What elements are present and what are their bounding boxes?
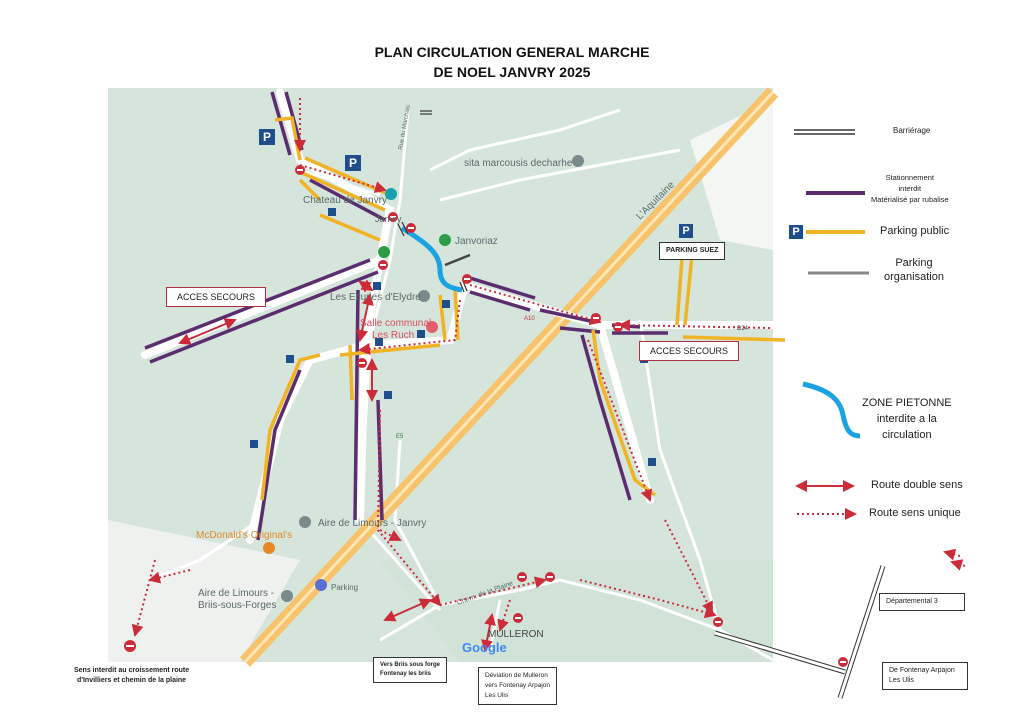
legend-stationnement: Stationnement interdit Matérialisé par r… (871, 172, 949, 205)
deviation-line-3: Les Ulis (485, 692, 509, 699)
label-mulleron: MULLERON (488, 629, 544, 640)
label-ecuries: Les Ecuries d'Elydre (330, 292, 421, 303)
label-chateau: Chateau de Janvry (303, 195, 387, 206)
legend-parking-organisation-line-1: Parking (895, 257, 933, 269)
sens-interdit-note: Sens interdit au croissement route d'Inv… (74, 666, 189, 686)
parking-sign: P (679, 224, 693, 238)
deviation-label: Déviation de Mulleron vers Fontenay Arpa… (478, 667, 558, 705)
vers-briis-label: Vers Briis sous forge Fontenay les briis (373, 657, 448, 683)
barriers (397, 110, 468, 293)
legend-stationnement-line-3: Matérialisé par rubalise (871, 195, 949, 204)
pedestrian-zone (400, 225, 463, 293)
de-fontenay-label: De Fontenay Arpajon Les Ulis (882, 662, 968, 690)
de-fontenay-line-1: De Fontenay Arpajon (889, 667, 955, 674)
parking-sign: P (259, 129, 275, 145)
label-aire-briis-2: Briis-sous-Forges (198, 600, 276, 611)
parking-sign: P (345, 155, 361, 171)
label-d24: D24 (737, 326, 749, 332)
label-aire-janvry: Aire de Limours - Janvry (318, 518, 426, 529)
sens-interdit-line-1: Sens interdit au croissement route (74, 667, 190, 674)
de-fontenay-line-2: Les Ulis (889, 677, 914, 684)
acces-secours-right: ACCES SECOURS (639, 341, 740, 361)
label-e5: E5 (396, 434, 404, 440)
label-sita: sita marcousis decharhe (464, 158, 573, 169)
parking-suez-label: PARKING SUEZ (659, 242, 726, 260)
departemental-3-road (714, 565, 886, 699)
label-aire-briis-1: Aire de Limours - (198, 588, 274, 599)
google-logo: Google (462, 640, 507, 655)
label-janvry: Janvry (375, 214, 402, 224)
label-a10: A10 (524, 316, 535, 322)
small-parking-markers (250, 208, 656, 466)
vers-briis-line-1: Vers Briis sous forge (380, 662, 441, 668)
legend-zone-line-3: circulation (882, 429, 932, 441)
no-entry-signs (124, 165, 848, 667)
label-janvoriaz: Janvoriaz (455, 236, 498, 247)
legend-graphics (794, 129, 869, 520)
legend-zone-pietonne: ZONE PIETONNE interdite a la circulation (862, 395, 952, 443)
legend-zone-line-1: ZONE PIETONNE (862, 397, 952, 409)
urban-area (108, 520, 300, 662)
label-mcdonalds: McDonald's Original's (196, 530, 292, 541)
sens-interdit-line-2: d'Invilliers et chemin de la plaine (77, 677, 187, 684)
legend-parking-organisation: Parking organisation (884, 256, 944, 284)
vers-briis-line-2: Fontenay les briis (380, 671, 432, 677)
organisation-parking-line (444, 253, 471, 267)
minor-roads (149, 108, 774, 662)
acces-secours-left: ACCES SECOURS (166, 287, 267, 307)
label-ruch: Les Ruch (372, 330, 414, 341)
legend-zone-line-2: interdite a la (876, 413, 937, 425)
one-way-arrows (131, 98, 966, 637)
legend-double-sens: Route double sens (871, 479, 963, 491)
departemental-3-label: Départemental 3 (879, 593, 965, 611)
legend-sens-unique: Route sens unique (869, 507, 961, 519)
deviation-line-2: vers Fontenay Arpajon (485, 682, 551, 689)
label-salle: Salle communal (360, 318, 431, 329)
double-direction-arrows (178, 279, 496, 652)
deviation-line-1: Déviation de Mulleron (485, 672, 548, 679)
map-pins (263, 155, 584, 602)
title-line-2: DE NOEL JANVRY 2025 (433, 64, 591, 80)
legend-stationnement-line-2: interdit (898, 184, 922, 193)
legend-barrierage: Barriérage (893, 126, 931, 135)
legend-parking-sign: P (789, 225, 803, 239)
legend-parking-public: Parking public (880, 225, 950, 237)
label-parking: Parking (331, 583, 358, 592)
title-line-1: PLAN CIRCULATION GENERAL MARCHE (374, 44, 650, 60)
legend-stationnement-line-1: Stationnement (885, 173, 934, 182)
page-title: PLAN CIRCULATION GENERAL MARCHE DE NOEL … (0, 42, 1024, 82)
legend-parking-organisation-line-2: organisation (884, 271, 944, 283)
